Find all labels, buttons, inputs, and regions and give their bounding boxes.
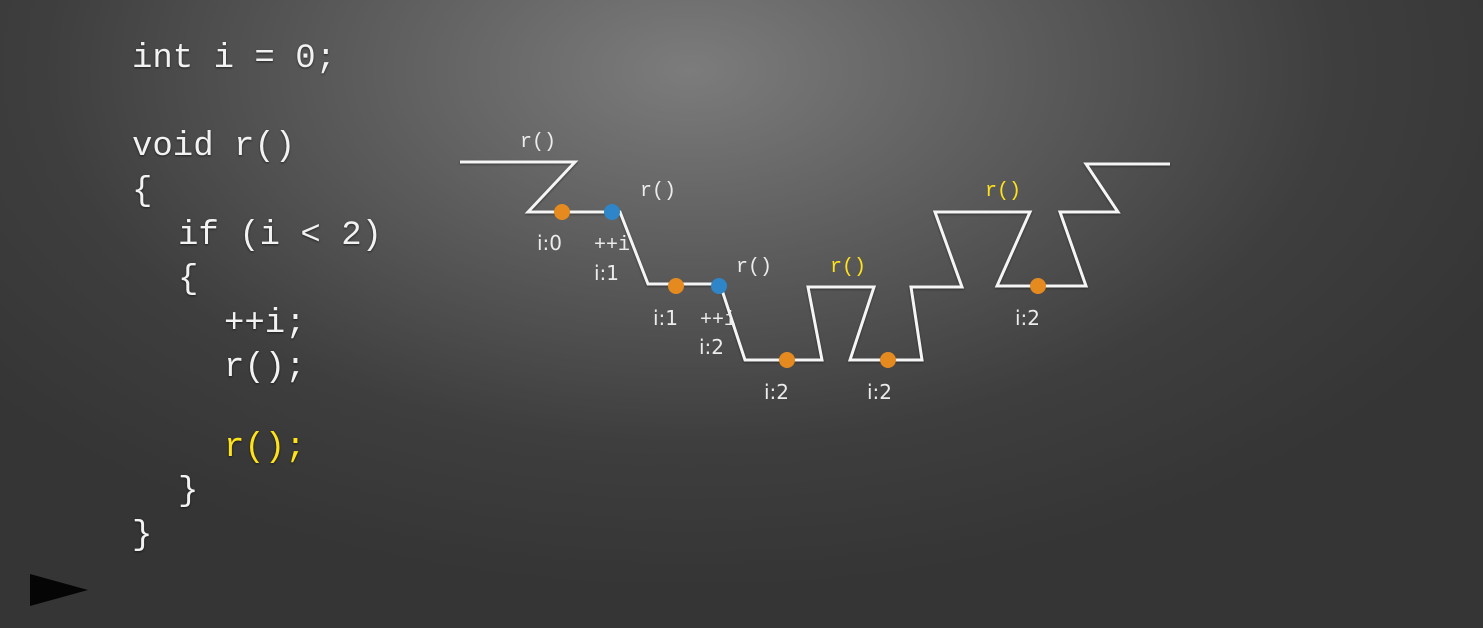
check-dot [668, 278, 684, 294]
code-line-highlighted: r(); [224, 429, 306, 467]
code-line: } [178, 473, 199, 511]
increment-label: ++i [700, 309, 736, 332]
call-label: r() [736, 256, 772, 279]
value-label: i:2 [764, 380, 789, 404]
value-label: i:2 [699, 335, 724, 359]
check-dot [1030, 278, 1046, 294]
code-line: { [132, 173, 153, 211]
call-stack-path [460, 160, 1170, 362]
check-dot [880, 352, 896, 368]
play-triangle-icon[interactable] [30, 574, 88, 606]
code-line: { [178, 261, 199, 299]
code-line: void r() [132, 128, 296, 166]
code-line: int i = 0; [132, 40, 337, 78]
increment-dot [604, 204, 620, 220]
code-line: r(); [224, 349, 306, 387]
call-label-highlighted: r() [830, 256, 866, 279]
value-label: i:1 [594, 261, 619, 285]
code-line: } [132, 517, 153, 555]
check-dot [779, 352, 795, 368]
code-line: ++i; [224, 305, 306, 343]
call-label: r() [640, 180, 676, 203]
value-label: i:2 [1015, 306, 1040, 330]
value-label: i:0 [537, 231, 562, 255]
check-dot [554, 204, 570, 220]
value-label: i:2 [867, 380, 892, 404]
call-label: r() [520, 131, 556, 154]
increment-label: ++i [594, 234, 630, 257]
increment-dot [711, 278, 727, 294]
value-label: i:1 [653, 306, 678, 330]
call-label-highlighted: r() [985, 180, 1021, 203]
code-line: if (i < 2) [178, 217, 383, 255]
